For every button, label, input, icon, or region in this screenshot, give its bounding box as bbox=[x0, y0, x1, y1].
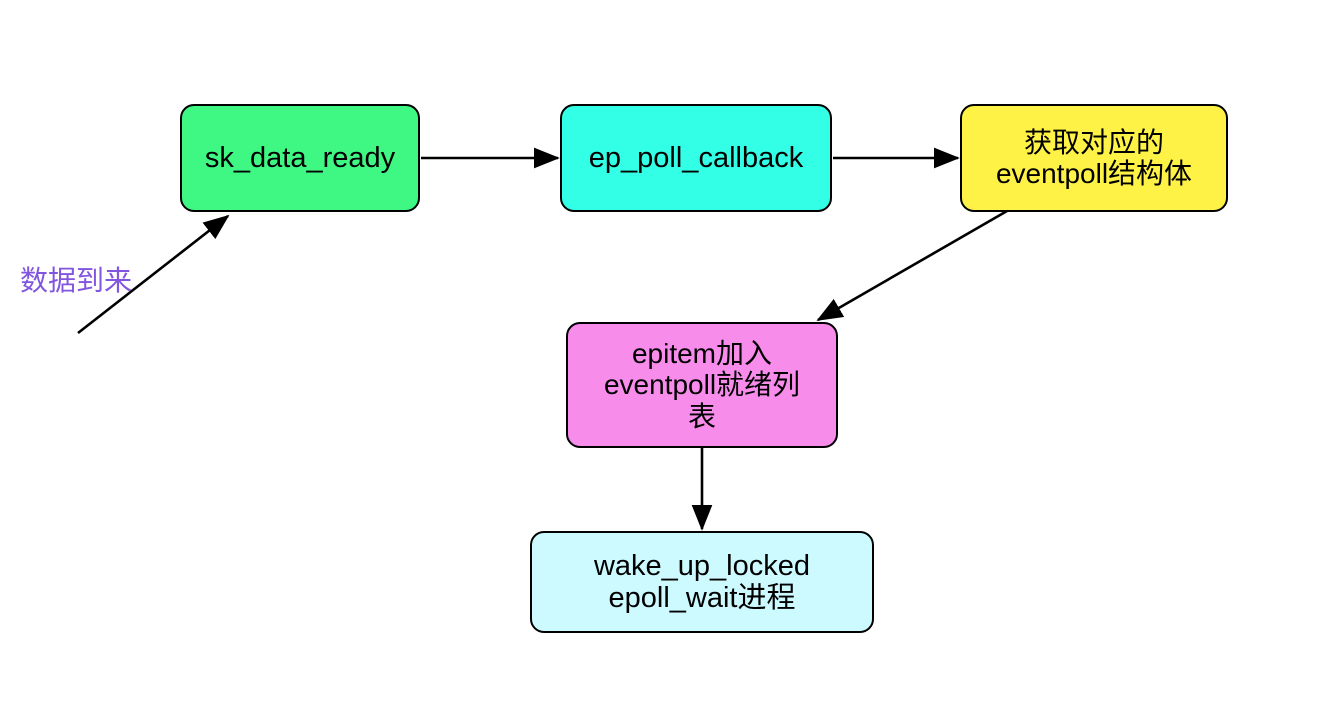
node-get-eventpoll-label: 获取对应的 eventpoll结构体 bbox=[995, 126, 1193, 189]
node-sk-data-ready[interactable]: sk_data_ready bbox=[180, 104, 420, 212]
node-epitem-add[interactable]: epitem加入 eventpoll就绪列 表 bbox=[566, 322, 838, 448]
node-sk-data-ready-label: sk_data_ready bbox=[204, 141, 396, 174]
edge-get-eventpoll-to-epitem-add bbox=[816, 209, 1008, 322]
node-wake-up[interactable]: wake_up_locked epoll_wait进程 bbox=[530, 531, 874, 633]
node-get-eventpoll[interactable]: 获取对应的 eventpoll结构体 bbox=[960, 104, 1228, 212]
node-wake-up-label: wake_up_locked epoll_wait进程 bbox=[593, 549, 811, 614]
node-ep-poll-callback-label: ep_poll_callback bbox=[588, 141, 804, 174]
edge-label-data-arrive: 数据到来 bbox=[20, 265, 133, 296]
node-epitem-add-label: epitem加入 eventpoll就绪列 表 bbox=[603, 337, 801, 432]
node-ep-poll-callback[interactable]: ep_poll_callback bbox=[560, 104, 832, 212]
